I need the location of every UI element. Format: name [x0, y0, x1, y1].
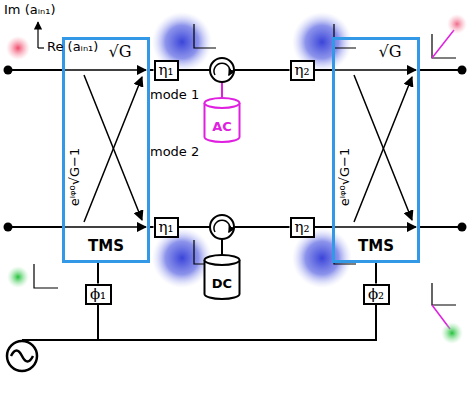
gain-label: eⁱᵠ⁰√G−1 [67, 148, 82, 206]
terminal [4, 66, 13, 75]
phase-axes [334, 24, 356, 48]
output-state [447, 14, 467, 34]
wire [97, 263, 99, 284]
terminal [4, 223, 13, 232]
mode-label: mode 1 [150, 87, 199, 102]
block-name: TMS [358, 237, 394, 255]
parameter-box: η₁ [154, 217, 179, 238]
phase-axes [34, 264, 58, 288]
gain-label: eⁱᵠ⁰√G−1 [337, 148, 352, 206]
circulator-arrow [214, 220, 230, 232]
tms-box: √G eⁱᵠ⁰√G−1TMS [332, 37, 420, 263]
circulator-arrow [214, 63, 230, 75]
cylinder-top [205, 255, 240, 265]
pump-wire [22, 339, 377, 341]
phase-axes [194, 24, 216, 48]
wire [315, 226, 333, 228]
wire [420, 69, 462, 71]
phase-axes [432, 283, 456, 305]
parameter-symbol: η₁ [159, 220, 174, 235]
tms-path [84, 77, 142, 222]
parameter-box: ϕ₁ [85, 284, 112, 305]
axis-label: Re (aᵢₙ₁) [47, 39, 98, 54]
terminal [458, 66, 467, 75]
mode-label: mode 2 [150, 144, 199, 159]
input-state [7, 266, 29, 288]
detector-cylinder: AC [203, 97, 241, 143]
wire [221, 239, 223, 255]
displacement [432, 30, 454, 58]
pump-wire [97, 304, 99, 340]
wire [221, 82, 223, 98]
cylinder-top [205, 98, 240, 108]
detector-name: DC [212, 276, 232, 291]
input-state [6, 36, 30, 60]
wire [8, 69, 62, 71]
sine-symbol [11, 351, 33, 362]
output-state [441, 322, 463, 344]
detector-cylinder: DC [203, 254, 241, 300]
gain-label: √G [379, 42, 402, 61]
parameter-box: η₂ [290, 217, 315, 238]
pump-source [7, 341, 37, 371]
tms-path [332, 226, 416, 228]
axis-label: Im (aᵢₙ₁) [4, 2, 55, 17]
parameter-symbol: η₂ [295, 220, 310, 235]
parameter-box: η₁ [154, 60, 179, 81]
block-name: TMS [88, 237, 124, 255]
parameter-symbol: η₁ [159, 63, 174, 78]
detector-name: AC [212, 119, 232, 134]
wire [420, 226, 462, 228]
tms-path [62, 226, 146, 228]
circulator-symbol [210, 58, 234, 82]
parameter-symbol: ϕ₂ [368, 287, 384, 302]
parameter-symbol: ϕ₁ [90, 287, 106, 302]
parameter-box: ϕ₂ [363, 284, 390, 305]
parameter-symbol: η₂ [295, 63, 310, 78]
wire [8, 226, 62, 228]
gain-label: √G [109, 42, 132, 61]
tms-path [62, 69, 146, 71]
wire [375, 263, 377, 284]
im-axis [37, 22, 38, 48]
tms-box: √G eⁱᵠ⁰√G−1TMS [62, 37, 150, 263]
tms-path [332, 69, 416, 71]
terminal [458, 223, 467, 232]
pump-wire [375, 304, 377, 340]
circulator-symbol [210, 215, 234, 239]
tms-path [354, 77, 412, 222]
parameter-box: η₂ [290, 60, 315, 81]
wire [315, 69, 333, 71]
re-axis [38, 47, 44, 48]
